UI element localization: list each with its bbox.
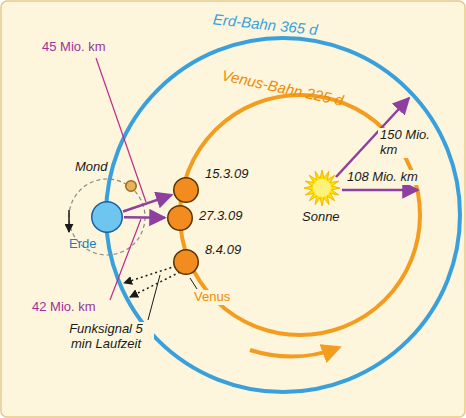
- leader-line: [110, 219, 141, 300]
- leader-line: [96, 58, 146, 202]
- text-label: 45 Mio. km: [40, 40, 108, 55]
- node-label: Erde: [69, 237, 96, 251]
- planet-shape: [168, 206, 193, 231]
- planet-circle: Erde: [91, 201, 123, 233]
- planet-shape: [92, 202, 123, 233]
- text-label: Venus: [192, 290, 232, 305]
- planet-circle: 15.3.09: [173, 177, 199, 203]
- node-shape: [125, 180, 137, 192]
- node-label: 15.3.09: [205, 167, 248, 181]
- earth-orbit: [106, 38, 460, 392]
- planet-circle: 8.4.09: [173, 249, 199, 275]
- text-label: Funksignal 5 min Laufzeit: [58, 322, 154, 352]
- planet-circle: Mond: [125, 180, 137, 192]
- node-shape: [173, 249, 199, 275]
- text-label: 42 Mio. km: [30, 300, 98, 315]
- planet-shape: [174, 250, 199, 275]
- text-label: 108 Mio. km: [345, 170, 420, 185]
- node-shape: [304, 170, 340, 206]
- distance-arrow: [124, 216, 165, 219]
- radio-signal-line: [124, 266, 176, 283]
- sun-symbol: Sonne: [304, 170, 340, 206]
- node-shape: [91, 201, 123, 233]
- node-shape: [173, 177, 199, 203]
- leader-line: [148, 275, 160, 320]
- planet-shape: [126, 181, 137, 192]
- planet-shape: [174, 178, 199, 203]
- node-label: 27.3.09: [199, 209, 242, 223]
- venus-direction-arrow: [250, 348, 338, 357]
- sun-core: [313, 179, 331, 197]
- node-shape: [167, 205, 193, 231]
- planet-circle: 27.3.09: [167, 205, 193, 231]
- node-label: 8.4.09: [205, 243, 241, 257]
- node-label: Sonne: [302, 210, 340, 224]
- node-label: Mond: [75, 160, 108, 174]
- text-label: 150 Mio. km: [378, 128, 434, 158]
- distance-arrow: [123, 195, 172, 212]
- venus-radius-arrow: [342, 189, 418, 192]
- moon-direction-arrow: [68, 210, 70, 232]
- sun-shape: [304, 170, 340, 206]
- leader-line: [190, 278, 197, 289]
